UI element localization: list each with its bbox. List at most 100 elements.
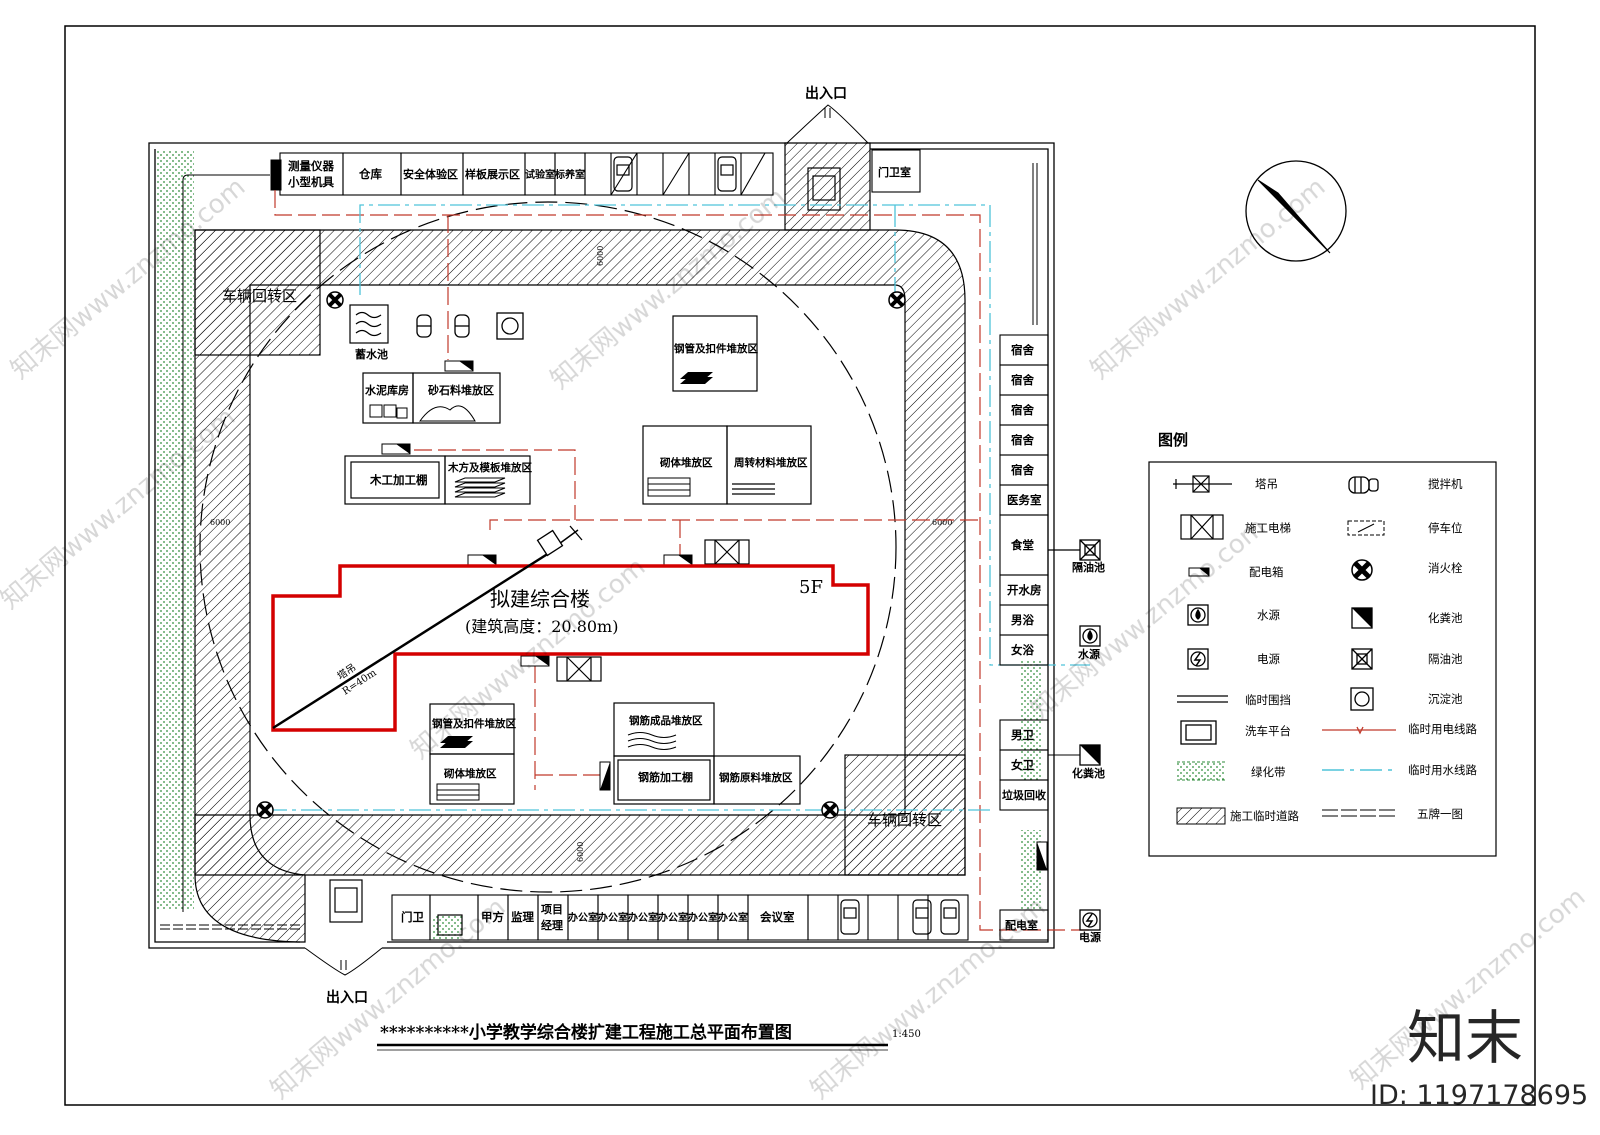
label-safety: 安全体验区 — [403, 167, 458, 181]
temporary-road — [194, 142, 966, 943]
legend-parking-icon — [1347, 520, 1385, 536]
right-label-2: 宿舍 — [1011, 403, 1034, 417]
parked-cars-bottom — [840, 899, 960, 935]
right-label-0: 宿舍 — [1011, 343, 1034, 357]
legend-water-icon — [1187, 604, 1209, 626]
mixer-icon — [416, 314, 470, 338]
bottom-label-office-4: 办公室 — [658, 911, 688, 924]
right-label-11: 女卫 — [1011, 758, 1034, 772]
label-septic: 化粪池 — [1072, 766, 1105, 780]
crane-radius-circle — [199, 201, 897, 893]
road-width-right: 6000 — [932, 518, 952, 527]
temporary-power-lines — [274, 190, 1090, 931]
construction-elevator-icon — [556, 539, 750, 682]
distribution-box-icon — [270, 159, 282, 191]
right-label-9: 女浴 — [1011, 643, 1034, 657]
five-plates-icon — [1032, 163, 1038, 325]
legend-l-8: 施工临时道路 — [1230, 809, 1299, 823]
bottom-label-office-6: 办公室 — [718, 911, 748, 924]
label-lab: 试验室 — [525, 168, 555, 181]
label-guard-top: 门卫室 — [878, 165, 911, 179]
legend-l-3: 水源 — [1257, 608, 1280, 622]
septic-tank-icon — [1048, 744, 1101, 766]
parked-cars-top — [613, 156, 737, 192]
rebar-bundle-icon — [627, 732, 677, 750]
right-label-10: 男卫 — [1011, 728, 1034, 742]
legend-r-5: 沉淀池 — [1428, 692, 1463, 706]
right-label-12: 垃圾回收 — [1002, 788, 1046, 802]
masonry-turnover-zone — [642, 425, 812, 505]
label-sand: 砂石料堆放区 — [428, 383, 494, 397]
legend-l-7: 绿化带 — [1251, 765, 1286, 779]
power-source-icon — [1079, 909, 1101, 931]
road-width-top: 6000 — [596, 246, 605, 266]
drawing-frame — [64, 25, 1536, 1106]
legend-l-5: 临时围挡 — [1245, 693, 1291, 707]
legend-l-1: 施工电梯 — [1245, 521, 1291, 535]
label-wood-store: 木方及模板堆放区 — [447, 461, 532, 474]
legend-title: 图例 — [1158, 431, 1188, 449]
legend-l-2: 配电箱 — [1249, 565, 1284, 579]
wash-platform-bottom-icon — [329, 879, 463, 936]
legend-r-2: 消火栓 — [1428, 561, 1463, 575]
bottom-label-office-1: 办公室 — [568, 911, 598, 924]
road-width-left: 6000 — [210, 518, 230, 527]
legend-r-0: 搅拌机 — [1428, 477, 1463, 491]
label-wood-shed: 木工加工棚 — [369, 473, 428, 487]
tower-crane-icon — [272, 525, 583, 730]
building-height: (建筑高度：20.80m) — [465, 617, 618, 636]
svg-text:知末网www.znzmo.com: 知末网www.znzmo.com — [1025, 512, 1271, 725]
legend-r-3: 化粪池 — [1428, 611, 1463, 625]
label-masonry-top: 砌体堆放区 — [659, 456, 713, 469]
water-source-icon — [1079, 625, 1101, 647]
legend-r-8: 五牌一图 — [1417, 807, 1463, 821]
label-curing: 标养室 — [554, 168, 585, 181]
legend-green-icon — [1177, 761, 1225, 781]
label-steel-pipe-bottom: 钢管及扣件堆放区 — [432, 717, 516, 730]
turn-zone-label-top: 车辆回转区 — [222, 287, 297, 305]
bottom-label-pm-2: 经理 — [541, 918, 563, 932]
plank-stack-icon — [454, 477, 506, 498]
bottom-label-meeting: 会议室 — [759, 910, 795, 924]
label-power: 电源 — [1079, 930, 1101, 944]
legend-distribution-box-icon — [1188, 567, 1210, 577]
bottom-label-office-5: 办公室 — [688, 911, 718, 924]
label-water: 水源 — [1078, 647, 1100, 661]
legend-settling-icon — [1350, 687, 1374, 711]
wash-platform-top-icon — [807, 167, 841, 211]
watermark-brand: 知末 — [1407, 1004, 1523, 1072]
right-label-4: 宿舍 — [1011, 463, 1034, 477]
right-label-8: 男浴 — [1011, 613, 1034, 627]
label-warehouse: 仓库 — [358, 167, 382, 181]
gate-swing-bottom — [304, 947, 383, 976]
bottom-label-supervisor: 监理 — [511, 910, 534, 924]
legend-septic-icon — [1351, 607, 1373, 629]
road-width-bottom: 6000 — [576, 842, 585, 862]
bottom-label-office-3: 办公室 — [628, 911, 658, 924]
legend-oil-icon — [1351, 648, 1373, 670]
entrance-top: 出入口 — [805, 85, 847, 102]
label-steel-pipe-top: 钢管及扣件堆放区 — [674, 342, 758, 355]
guard-room-top — [871, 149, 921, 193]
label-oil: 隔油池 — [1072, 560, 1105, 574]
legend-tower-crane-icon — [1173, 475, 1232, 493]
bottom-row — [391, 894, 969, 941]
bottom-label-pm-1: 项目 — [541, 903, 563, 916]
label-cement: 水泥库房 — [365, 383, 409, 397]
turn-zone-label-bottom: 车辆回转区 — [867, 811, 942, 829]
legend-road-icon — [1176, 807, 1226, 825]
legend-box — [1148, 461, 1497, 857]
label-survey-2: 小型机具 — [287, 175, 334, 189]
bottom-label-office-2: 办公室 — [598, 911, 628, 924]
legend-mixer-icon — [1348, 476, 1379, 494]
lower-left-storage — [429, 703, 515, 805]
label-turnover: 周转材料堆放区 — [734, 456, 808, 469]
wood-zone — [344, 455, 531, 505]
watermark-id: ID: 1197178695 — [1370, 1080, 1588, 1111]
legend-elevator-icon — [1180, 514, 1224, 540]
pipe-bundle-icon-2 — [440, 736, 473, 748]
label-masonry-bottom: 砌体堆放区 — [443, 767, 497, 780]
brick-stack-icon — [647, 477, 691, 497]
label-pool: 蓄水池 — [355, 347, 388, 361]
legend-wash-icon — [1180, 720, 1217, 745]
